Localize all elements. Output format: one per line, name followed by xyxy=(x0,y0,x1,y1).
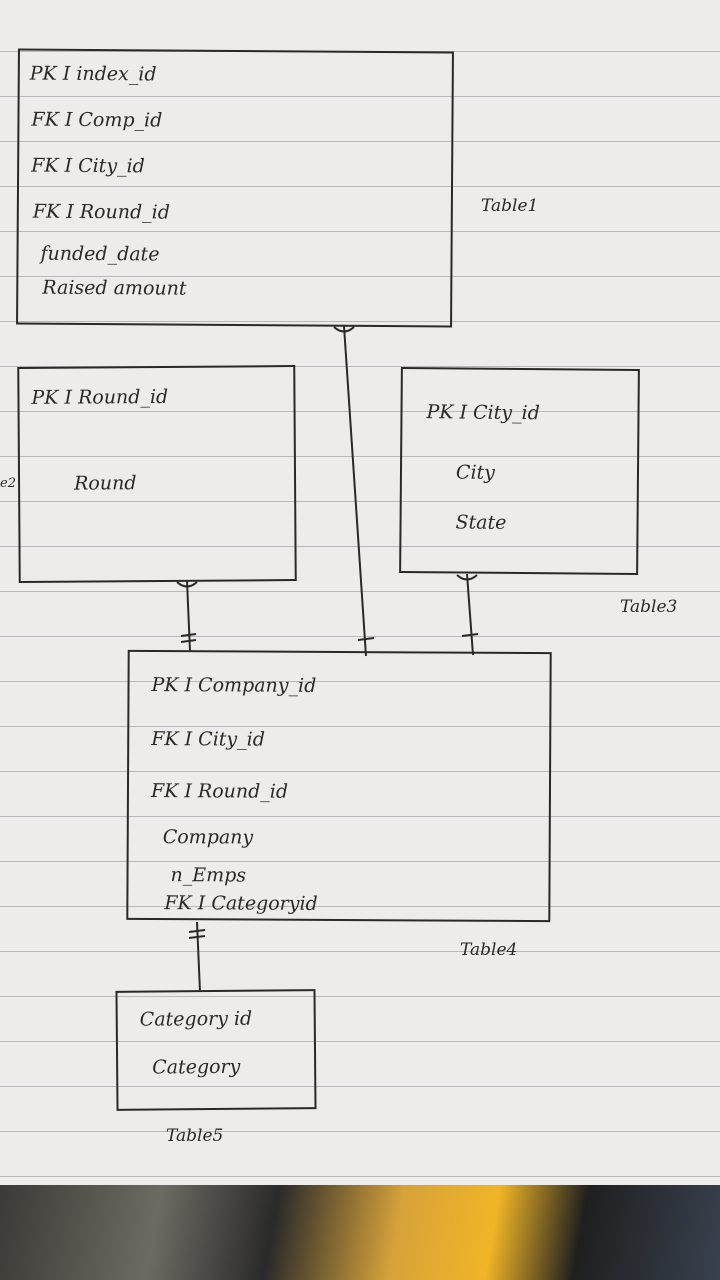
category-row-2: Category xyxy=(152,1055,241,1079)
category-table-box: Category id Category xyxy=(115,989,317,1111)
notebook-page xyxy=(0,0,720,1190)
city-table-box: PK I City_id City State xyxy=(399,366,640,576)
company-row-3: FK I Round_id xyxy=(150,780,289,803)
table1-row-6: Raised amount xyxy=(42,276,187,300)
table1-box: PK I index_id FK I Comp_id FK I City_id … xyxy=(16,48,454,328)
company-row-2: FK I City_id xyxy=(151,728,265,751)
crowfoot-table1 xyxy=(333,326,355,333)
desk-background xyxy=(0,1185,720,1280)
company-row-4: Company xyxy=(162,826,254,849)
table1-row-4: FK I Round_id xyxy=(32,200,170,224)
company-table-label: Table4 xyxy=(460,940,518,960)
link-round-company xyxy=(186,580,191,652)
crowfoot-city xyxy=(456,574,478,581)
city-row-1: PK I City_id xyxy=(426,401,540,425)
crowfoot-round xyxy=(176,581,198,588)
company-row-5: n_Emps xyxy=(170,864,247,887)
link-company-category xyxy=(196,921,201,993)
category-table-label: Table5 xyxy=(166,1126,224,1146)
link-city-company xyxy=(466,573,474,656)
company-row-1: PK I Company_id xyxy=(151,674,317,697)
table1-row-1: PK I index_id xyxy=(29,62,157,86)
company-table-box: PK I Company_id FK I City_id FK I Round_… xyxy=(126,649,552,923)
city-row-2: City xyxy=(455,461,496,484)
table1-row-5: funded_date xyxy=(40,242,160,266)
margin-fragment: e2 xyxy=(0,476,16,491)
city-row-3: State xyxy=(455,511,507,534)
table1-row-2: FK I Comp_id xyxy=(31,108,163,132)
category-row-1: Category id xyxy=(139,1007,253,1031)
table1-row-3: FK I City_id xyxy=(31,154,145,178)
round-row-2: Round xyxy=(73,472,137,495)
city-table-label: Table3 xyxy=(620,597,678,617)
table1-label: Table1 xyxy=(481,196,539,216)
round-table-box: PK I Round_id Round xyxy=(17,365,297,583)
link-table1-company xyxy=(343,325,367,657)
company-row-6: FK I Categoryid xyxy=(164,892,318,915)
round-row-1: PK I Round_id xyxy=(31,385,169,409)
